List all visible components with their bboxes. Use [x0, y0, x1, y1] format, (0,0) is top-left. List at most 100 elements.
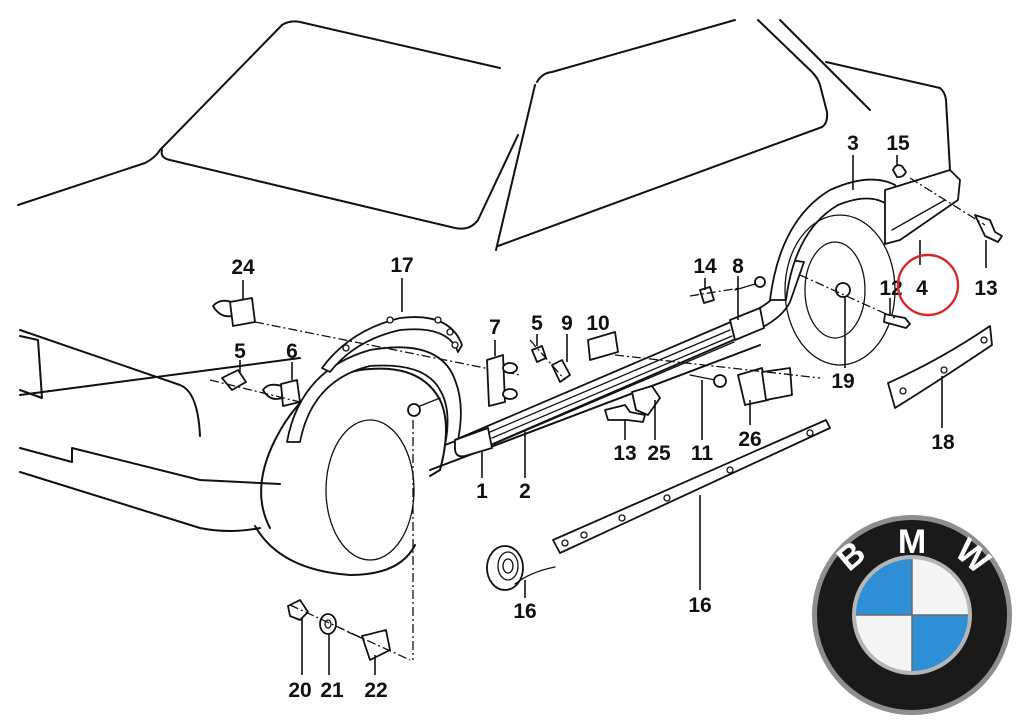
hole — [386, 316, 394, 324]
callout-1: 1 — [476, 480, 488, 503]
axis-line — [799, 274, 896, 319]
strip-19-body — [887, 325, 993, 409]
part-12-stud — [883, 313, 911, 329]
callout-14: 14 — [693, 255, 717, 278]
rear-wheel-hub — [804, 241, 866, 339]
c-pillar-line — [779, 19, 871, 111]
callout-19: 18 — [931, 431, 955, 454]
axis-line — [289, 604, 411, 661]
tape-tail — [514, 566, 556, 585]
hole — [434, 316, 442, 324]
callout-23: 22 — [364, 679, 387, 702]
sill-ribs — [489, 329, 735, 445]
part-18-strip — [552, 419, 831, 554]
part-5-clip-left — [221, 369, 247, 391]
hole — [980, 336, 988, 344]
callout-labels: 3 15 4 13 12 24 17 5 6 7 5 9 10 14 8 19 … — [231, 132, 997, 702]
part-6-body — [280, 379, 301, 407]
front-wheel-arch-assembly — [254, 316, 463, 576]
sill-joint — [729, 307, 765, 341]
logo-quadrant-blue-top-left — [856, 559, 912, 615]
part-15-clip — [892, 164, 907, 179]
part-19-strip — [887, 325, 993, 409]
roof-front-line — [17, 20, 501, 206]
part-1-end-cap — [454, 427, 493, 458]
part-20-nut — [835, 282, 851, 298]
rear-tire — [784, 214, 896, 366]
rear-wheel-arch-assembly — [769, 164, 1003, 366]
part-24-body — [229, 297, 256, 327]
arch-screw — [407, 403, 421, 417]
trunk-outline — [825, 61, 951, 171]
front-arch-trim — [286, 346, 462, 446]
part-16-tape-roll — [486, 545, 556, 591]
logo-quadrant-blue-bottom-right — [912, 615, 968, 671]
callout-12: 12 — [879, 277, 902, 300]
axis-line — [909, 177, 986, 226]
bumper-line-1 — [19, 447, 281, 485]
part-7-bracket — [486, 354, 506, 407]
callout-10: 10 — [586, 312, 609, 335]
part-5-clip-mid — [531, 345, 547, 363]
part-11-thread — [689, 374, 716, 381]
callout-5-left: 5 — [234, 340, 246, 363]
callout-18: 16 — [688, 594, 711, 617]
part-7-pin — [502, 362, 518, 374]
front-wheel-well — [260, 367, 447, 529]
logo-quadrant-white-top-right — [912, 559, 968, 615]
callout-2: 2 — [519, 480, 531, 503]
part-7-pin — [502, 388, 518, 400]
part-21-nut — [287, 599, 309, 621]
bmw-logo: B M W — [812, 515, 1012, 715]
callout-13-mid: 13 — [613, 442, 636, 465]
middle-clips — [486, 276, 821, 423]
strip-18-body — [552, 419, 831, 554]
callout-25: 25 — [647, 442, 671, 465]
hole — [580, 531, 588, 539]
roll-outer — [486, 545, 524, 591]
hole — [618, 514, 626, 522]
callout-11: 11 — [691, 442, 714, 465]
trim-groove — [891, 199, 946, 231]
part-10-clip — [587, 331, 619, 361]
part-26-clip-b — [761, 367, 793, 401]
callout-26: 26 — [738, 428, 761, 451]
leader-lines — [239, 155, 987, 675]
part-8-head — [754, 276, 766, 288]
hole — [726, 466, 734, 474]
callout-16: 16 — [513, 600, 536, 623]
left-clips — [209, 297, 521, 407]
part-14-clip — [699, 286, 715, 304]
axis-line — [254, 321, 521, 376]
callout-7: 7 — [489, 316, 501, 339]
highlight-circle-part-4 — [896, 253, 960, 317]
hole — [342, 344, 350, 352]
part-11-head — [713, 374, 727, 388]
part-24-tip — [212, 299, 233, 318]
axis-line — [209, 379, 301, 403]
callout-15: 15 — [886, 132, 910, 155]
hole — [451, 341, 459, 349]
callout-24: 24 — [231, 256, 255, 279]
callout-4: 4 — [916, 277, 928, 300]
part-4-rear-trim — [884, 169, 961, 245]
logo-quadrant-white-bottom-left — [856, 615, 912, 671]
callout-21: 20 — [288, 679, 311, 702]
headlight-outline — [19, 335, 43, 399]
hole — [561, 539, 569, 547]
hole — [663, 494, 671, 502]
bumper-line-2 — [19, 471, 261, 532]
car-body-outline — [17, 19, 951, 532]
axis-line — [689, 287, 741, 297]
hole — [806, 429, 814, 437]
hole — [446, 328, 454, 336]
callout-9: 9 — [561, 312, 573, 335]
callout-3: 3 — [847, 132, 859, 155]
axis-line — [529, 339, 566, 381]
front-wheel-hub — [325, 419, 415, 561]
front-tire-bottom — [254, 525, 416, 576]
roll-core — [502, 558, 514, 574]
callout-20: 19 — [831, 370, 854, 393]
part-17-flare — [321, 316, 463, 373]
